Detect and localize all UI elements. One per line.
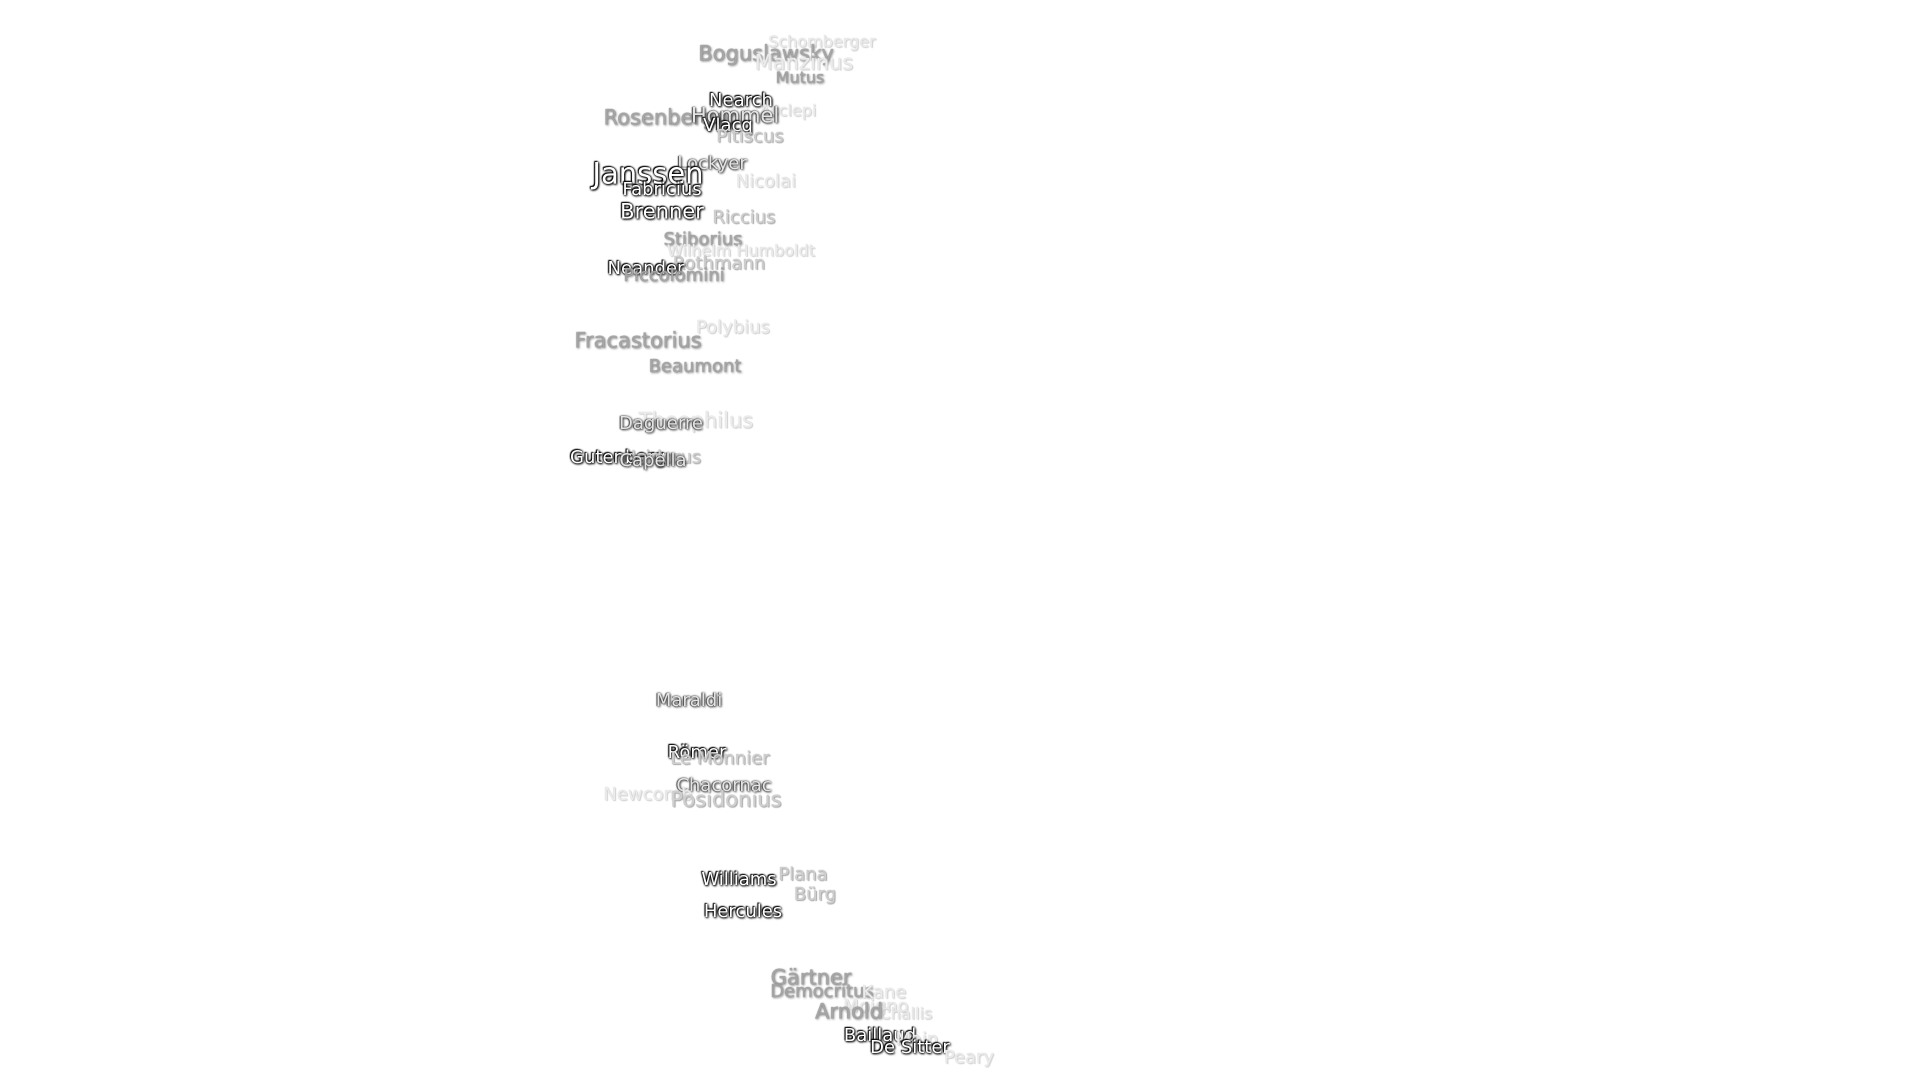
- crater-label-schomberger[interactable]: Schomberger: [768, 32, 876, 51]
- crater-label-neander[interactable]: Neander: [607, 258, 685, 279]
- crater-label-capella[interactable]: Capella: [619, 450, 687, 471]
- crater-label-baillaud[interactable]: Baillaud: [843, 1025, 917, 1046]
- crater-label-maraldi[interactable]: Maraldi: [655, 690, 723, 711]
- crater-label-theophilus[interactable]: Theophilus: [638, 408, 754, 433]
- crater-label-democritus[interactable]: Democritus: [770, 981, 874, 1002]
- crater-label-daguerre[interactable]: Daguerre: [619, 413, 703, 434]
- crater-label-de-sitter[interactable]: De Sitter: [870, 1037, 950, 1058]
- crater-label-wilhelm-humboldt[interactable]: Wilhelm Humboldt: [666, 241, 816, 260]
- crater-label-kane[interactable]: Kane: [861, 982, 907, 1003]
- crater-label-newcomb[interactable]: Newcomb: [603, 784, 693, 805]
- crater-label-hercules[interactable]: Hercules: [703, 901, 783, 922]
- crater-label-moigno[interactable]: Moigno: [843, 996, 909, 1017]
- crater-label-riccius[interactable]: Riccius: [712, 207, 776, 228]
- crater-label-williams[interactable]: Williams: [701, 869, 777, 890]
- crater-label-le-monnier[interactable]: Le Monnier: [670, 748, 770, 769]
- crater-label-challis[interactable]: Challis: [879, 1004, 933, 1023]
- crater-label-gartner[interactable]: Gärtner: [770, 965, 852, 990]
- crater-label-nicolai[interactable]: Nicolai: [735, 171, 797, 192]
- crater-label-gutenberg[interactable]: Gutenberg: [570, 447, 666, 468]
- crater-label-burg[interactable]: Bürg: [793, 884, 837, 905]
- crater-label-pitiscus[interactable]: Pitiscus: [716, 126, 784, 147]
- crater-label-arnold[interactable]: Arnold: [815, 999, 883, 1024]
- crater-label-beaumont[interactable]: Beaumont: [648, 356, 742, 377]
- crater-label-posidonius[interactable]: Posidonius: [670, 787, 782, 812]
- crater-label-manzinus[interactable]: Manzinus: [754, 50, 854, 75]
- crater-label-asclepi[interactable]: Asclepi: [759, 101, 817, 120]
- crater-label-lockyer[interactable]: Lockyer: [677, 153, 747, 174]
- crater-label-peary[interactable]: Peary: [943, 1047, 995, 1068]
- crater-label-chacornac[interactable]: Chacornac: [676, 775, 772, 796]
- crater-label-fabricius[interactable]: Fabricius: [622, 179, 702, 200]
- crater-label-mutus[interactable]: Mutus: [775, 68, 825, 87]
- crater-label-main[interactable]: Main: [895, 1029, 939, 1050]
- crater-label-boguslawsky[interactable]: Boguslawsky: [698, 41, 834, 66]
- crater-label-plana[interactable]: Plana: [778, 864, 828, 885]
- crater-label-isidorus[interactable]: Isidorus: [630, 447, 702, 468]
- crater-label-janssen[interactable]: Janssen: [592, 156, 704, 191]
- crater-label-polybius[interactable]: Polybius: [695, 317, 771, 338]
- crater-label-piccolomini[interactable]: Piccolomini: [623, 265, 725, 286]
- crater-label-vlacq[interactable]: Vlacq: [703, 115, 753, 136]
- crater-label-hommel[interactable]: Hommel: [690, 103, 780, 128]
- crater-label-stiborius[interactable]: Stiborius: [663, 229, 743, 250]
- crater-label-brenner[interactable]: Brenner: [620, 199, 704, 224]
- crater-label-rothmann[interactable]: Rothmann: [672, 253, 766, 274]
- crater-label-romer[interactable]: Römer: [667, 742, 727, 763]
- crater-label-fracastorius[interactable]: Fracastorius: [574, 328, 702, 353]
- crater-label-nearch[interactable]: Nearch: [709, 90, 773, 111]
- crater-label-rosenberger[interactable]: Rosenberger: [603, 105, 737, 130]
